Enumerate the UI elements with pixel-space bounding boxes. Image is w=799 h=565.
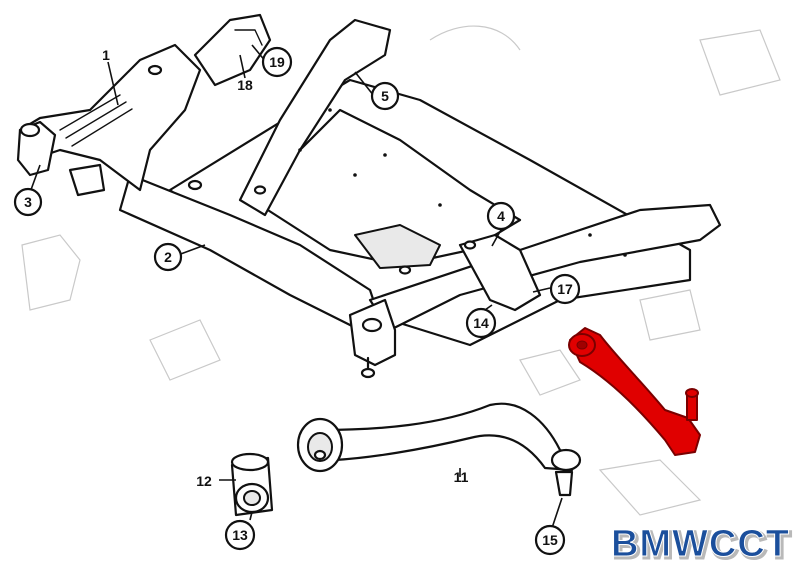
watermark-text: BMWCCT [611,523,790,565]
bmwcct-watermark: BMWCCT BMWCCT [610,523,792,565]
callout-5-text: 5 [381,88,389,104]
rear-tab [354,224,441,269]
control-arm-11 [296,402,582,497]
callout-4: 4 [486,201,516,231]
label-1: 1 [102,47,110,63]
callout-14: 14 [465,307,497,339]
callout-4-text: 4 [497,208,505,224]
control-arm-body [318,402,577,472]
center-mount-4 [458,233,542,312]
callout-2-text: 2 [164,249,172,265]
bracket-foot [68,163,106,197]
background-ghost-drawing [21,25,781,516]
callout-13-text: 13 [232,527,248,543]
subframe [16,13,722,379]
label-11: 11 [454,469,469,485]
callout-19: 19 [261,46,293,78]
thrust-arm-body [569,327,701,456]
callout-5: 5 [370,81,400,111]
svg-text:BMWCCT: BMWCCT [613,525,792,565]
right-rail [368,203,722,332]
upper-bracket-18 [193,13,272,87]
callout-19-text: 19 [269,54,285,70]
left-bracket [18,43,202,192]
callout-3: 3 [13,187,43,217]
callout-15: 15 [534,524,566,556]
callout-3-text: 3 [24,194,32,210]
callout-2: 2 [153,242,183,272]
highlighted-thrust-arm [568,327,701,456]
fastener-holes [147,64,627,275]
ball-joint-stud-15 [554,470,574,497]
callout-15-text: 15 [542,532,558,548]
callout-14-text: 14 [473,315,489,331]
strut-5 [238,18,392,217]
front-knuckle-block [348,298,397,367]
bushing-12 [230,452,274,517]
callout-17-text: 17 [557,281,573,297]
callout-13: 13 [224,519,256,551]
callout-17: 17 [549,273,581,305]
label-12: 12 [196,473,212,489]
thrust-arm-stud [686,394,698,421]
label-18: 18 [237,77,253,93]
ball-joint-housing [550,448,582,472]
